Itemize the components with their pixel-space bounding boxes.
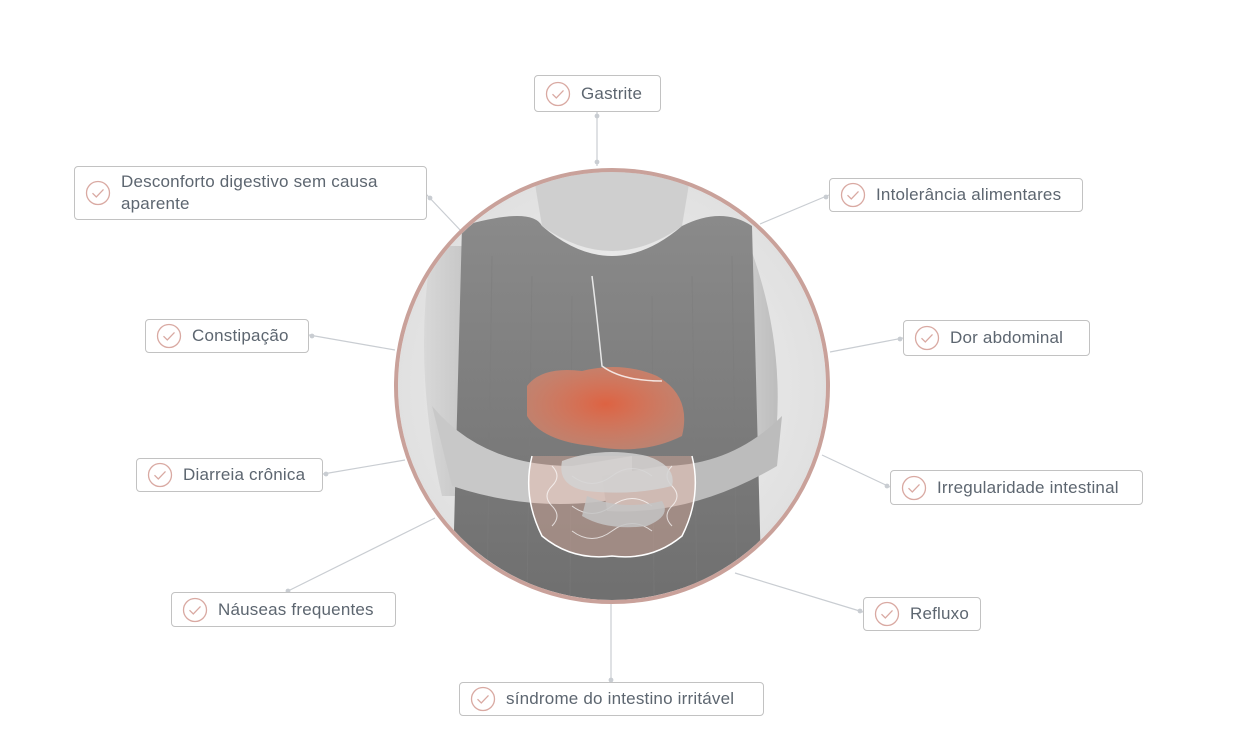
label-nauseas: Náuseas frequentes: [171, 592, 396, 627]
check-circle-icon: [147, 462, 173, 488]
connector-dor-abdominal: [829, 337, 904, 353]
label-irregularidade: Irregularidade intestinal: [890, 470, 1143, 505]
label-text: Diarreia crônica: [183, 465, 306, 484]
label-refluxo: Refluxo: [863, 597, 981, 631]
check-circle-icon: [182, 597, 208, 622]
connector-irregularidade: [821, 454, 891, 488]
connector-refluxo: [734, 572, 864, 613]
check-circle-icon: [545, 81, 571, 106]
check-circle-icon: [874, 601, 900, 627]
label-gastrite: Gastrite: [534, 75, 661, 112]
label-text: Refluxo: [910, 604, 970, 623]
label-desconforto: Desconforto digestivo sem causa aparente: [74, 166, 427, 220]
label-text: Dor abdominal: [950, 328, 1064, 347]
abdomen-illustration: [394, 168, 830, 604]
label-text: Náuseas frequentes: [218, 599, 374, 619]
label-text: Intolerância alimentares: [876, 185, 1062, 204]
label-constipacao: Constipação: [145, 319, 309, 353]
label-intolerancia: Intolerância alimentares: [829, 178, 1083, 212]
label-dor-abdominal: Dor abdominal: [903, 320, 1090, 356]
check-circle-icon: [840, 182, 866, 208]
label-diarreia: Diarreia crônica: [136, 458, 323, 492]
label-text: Gastrite: [581, 83, 643, 103]
label-text: Desconforto digestivo sem causa aparente: [121, 172, 378, 213]
check-circle-icon: [901, 475, 927, 500]
connector-nauseas: [285, 517, 436, 593]
connector-constipacao: [308, 334, 396, 351]
check-circle-icon: [156, 323, 182, 349]
connector-diarreia: [322, 459, 406, 475]
label-text: Irregularidade intestinal: [937, 477, 1119, 497]
label-sindrome: síndrome do intestino irritável: [459, 682, 764, 716]
check-circle-icon: [914, 325, 940, 351]
label-text: síndrome do intestino irritável: [506, 689, 735, 708]
connector-intolerancia: [759, 194, 830, 225]
check-circle-icon: [470, 686, 496, 712]
check-circle-icon: [85, 180, 111, 206]
label-text: Constipação: [192, 326, 289, 345]
connector-desconforto: [425, 193, 463, 233]
